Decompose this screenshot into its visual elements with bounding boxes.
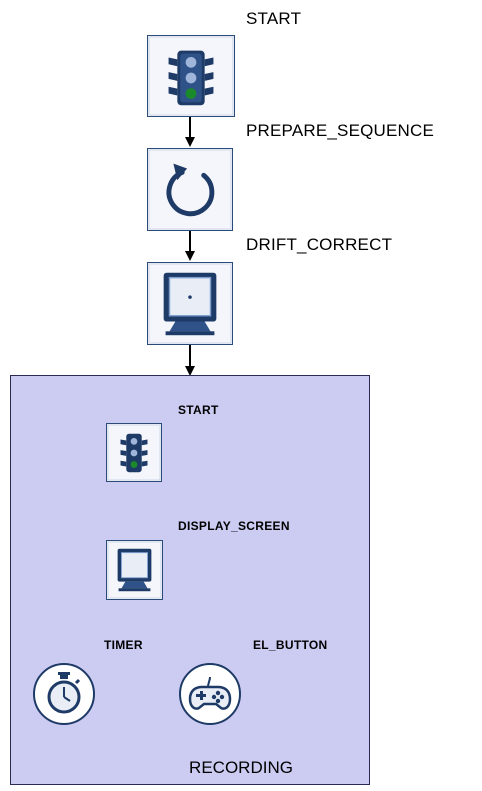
node-label-prepare-sequence: PREPARE_SEQUENCE (246, 121, 435, 140)
node-label-start: START (246, 9, 302, 28)
traffic-light-icon (148, 36, 234, 116)
node-label-drift-correct: DRIFT_CORRECT (246, 235, 393, 254)
el-button-node[interactable] (178, 663, 242, 725)
seq-node-label-display-screen: DISPLAY_SCREEN (178, 519, 290, 533)
monitor-icon (107, 541, 162, 599)
seq-node-label-el-button: EL_BUTTON (253, 638, 328, 652)
seq-start-node[interactable] (106, 423, 162, 482)
seq-node-label-start: START (178, 403, 219, 417)
seq-node-label-timer: TIMER (104, 638, 143, 652)
monitor-target-icon (148, 263, 232, 344)
timer-node[interactable] (32, 663, 96, 725)
display-screen-node[interactable] (106, 540, 163, 600)
sequence-name: RECORDING (189, 758, 293, 777)
gamepad-icon (179, 663, 241, 725)
prepare-sequence-node[interactable] (147, 148, 233, 231)
drift-correct-node[interactable] (147, 262, 233, 345)
stopwatch-icon (33, 663, 95, 725)
refresh-icon (148, 149, 232, 230)
start-node[interactable] (147, 35, 235, 117)
traffic-light-icon (107, 424, 161, 481)
